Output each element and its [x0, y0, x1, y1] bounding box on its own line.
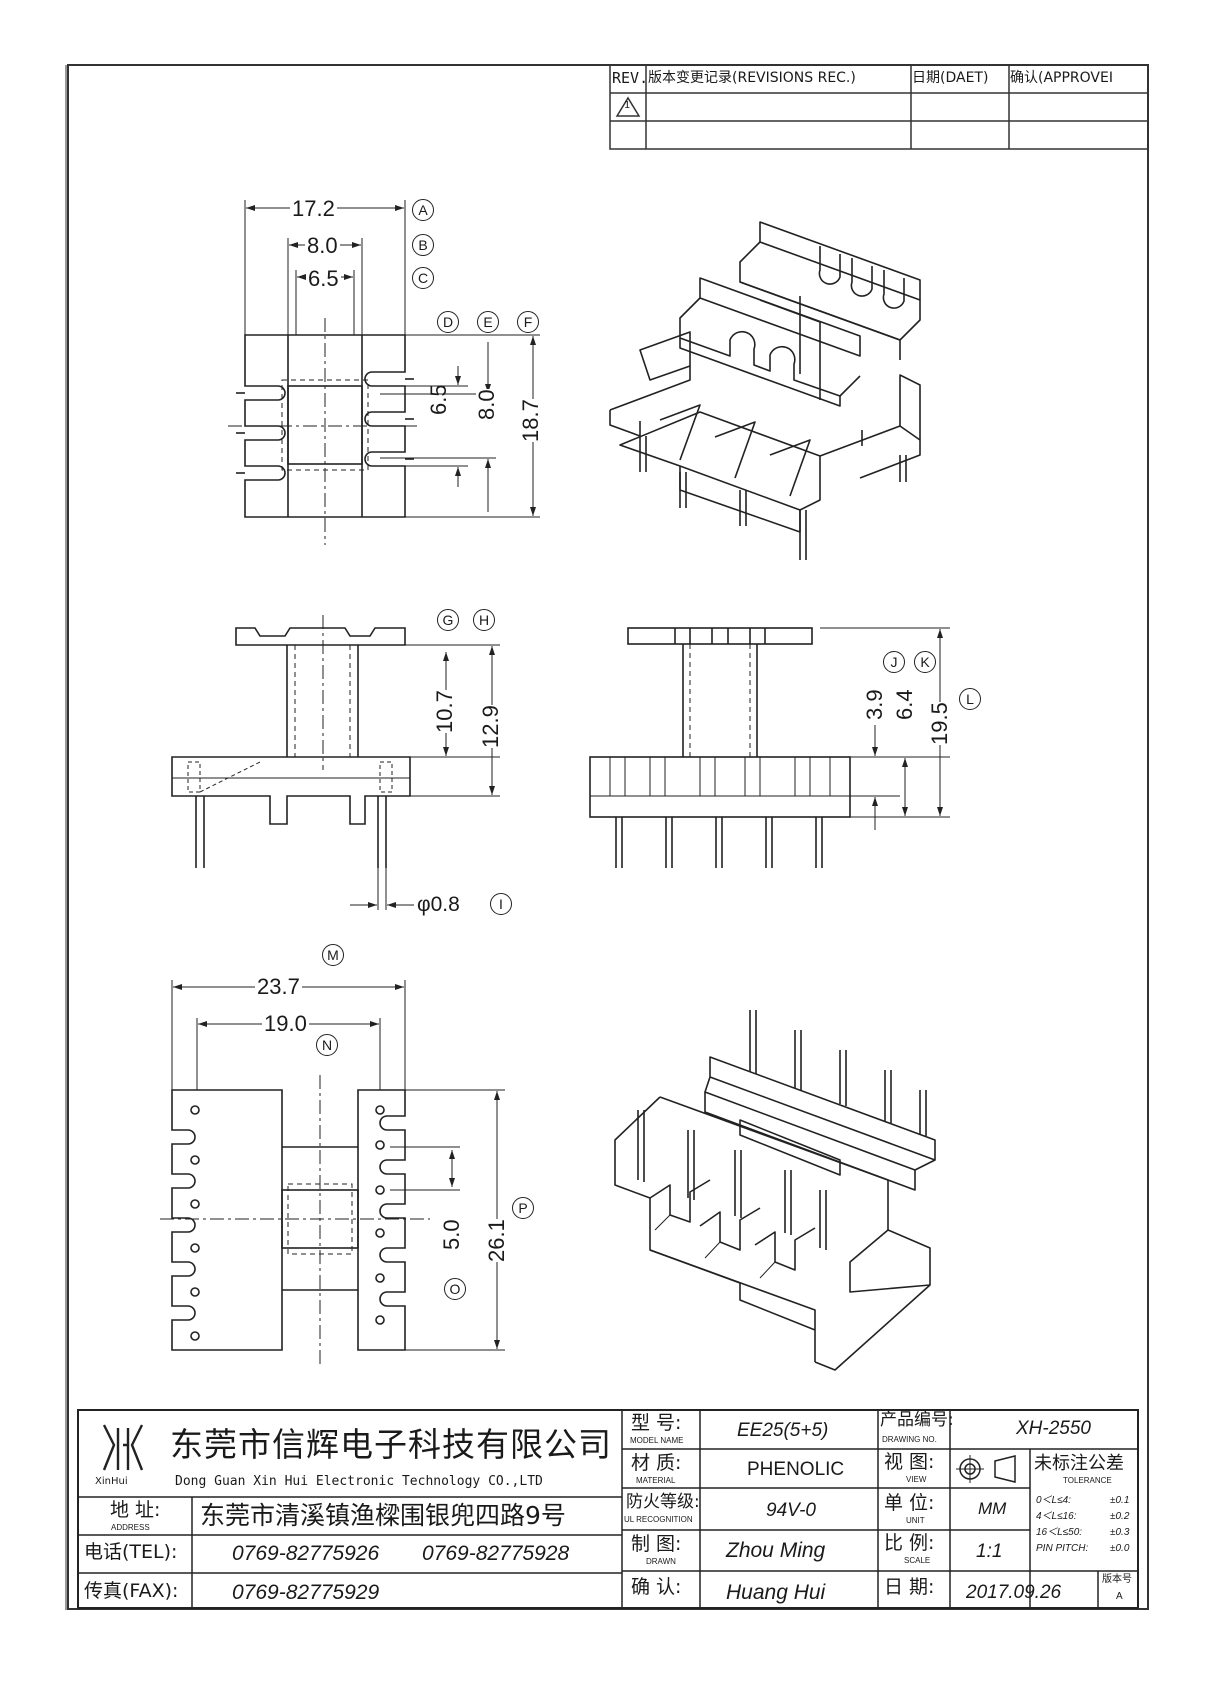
rev-header-rev: REV.	[612, 69, 649, 87]
tel-label: 电话(TEL):	[84, 1541, 178, 1563]
tag-p: P	[512, 1197, 534, 1219]
title-block	[77, 1409, 1139, 1609]
tag-c: C	[412, 267, 434, 289]
tolerance-value-4: ±0.0	[1110, 1543, 1130, 1554]
tag-d: D	[437, 311, 459, 333]
rev-header-date: 日期(DAET)	[912, 70, 989, 86]
scale-value: 1:1	[976, 1541, 1003, 1562]
drawing-no-label: 产品编号:	[880, 1410, 954, 1430]
dim-m: 23.7	[255, 974, 302, 999]
address-label: 地 址:	[110, 1499, 161, 1521]
dim-b: 8.0	[305, 233, 340, 258]
tag-h: H	[473, 609, 495, 631]
side-view	[589, 627, 950, 868]
logo-text: XinHui	[95, 1476, 128, 1487]
model-label: 型 号:	[631, 1412, 682, 1434]
view-label: 视 图:	[884, 1451, 935, 1473]
tolerance-range-1: 0＜L≤4:	[1036, 1495, 1071, 1506]
fax-value: 0769-82775929	[232, 1581, 380, 1604]
tag-e: E	[477, 311, 499, 333]
tolerance-title-en: TOLERANCE	[1063, 1476, 1112, 1485]
ul-label: 防火等级:	[626, 1492, 700, 1512]
drawn-value: Zhou Ming	[726, 1539, 826, 1562]
drawing-no-value: XH-2550	[1016, 1418, 1091, 1439]
material-label-en: MATERIAL	[636, 1476, 676, 1485]
dim-f: 18.7	[518, 399, 543, 442]
model-label-en: MODEL NAME	[630, 1436, 684, 1445]
rev-header-approve: 确认(APPROVEI	[1010, 70, 1113, 86]
dim-a: 17.2	[290, 196, 337, 221]
dim-i: φ0.8	[417, 893, 460, 916]
tag-i: I	[490, 893, 512, 915]
version-label: 版本号	[1102, 1574, 1132, 1585]
dim-d: 6.5	[426, 384, 451, 415]
dim-p: 26.1	[484, 1219, 509, 1262]
drawing-no-label-en: DRAWING NO.	[882, 1435, 937, 1444]
tolerance-range-2: 4＜L≤16:	[1036, 1511, 1077, 1522]
tag-f: F	[517, 311, 539, 333]
dim-h: 12.9	[478, 705, 503, 748]
rev-row-number: 1	[624, 100, 631, 111]
dim-e: 8.0	[474, 389, 499, 420]
check-value: Huang Hui	[726, 1581, 826, 1604]
drawn-label-en: DRAWN	[646, 1557, 676, 1566]
tolerance-value-1: ±0.1	[1110, 1495, 1130, 1506]
model-value: EE25(5+5)	[737, 1420, 829, 1441]
material-label: 材 质:	[631, 1452, 682, 1474]
tel-2: 0769-82775928	[422, 1542, 570, 1565]
dim-j: 3.9	[862, 689, 887, 720]
company-logo	[102, 1424, 144, 1471]
isometric-view-top	[609, 221, 921, 560]
scale-label-en: SCALE	[904, 1556, 931, 1565]
company-name-cn: 东莞市信辉电子科技有限公司	[170, 1425, 612, 1464]
tag-n: N	[316, 1034, 338, 1056]
check-label: 确 认:	[631, 1576, 682, 1598]
tolerance-title: 未标注公差	[1034, 1453, 1124, 1474]
tag-k: K	[914, 651, 936, 673]
company-name-en: Dong Guan Xin Hui Electronic Technology …	[175, 1474, 543, 1489]
version-value: A	[1116, 1591, 1123, 1602]
revision-table	[609, 64, 1149, 150]
tel-1: 0769-82775926	[232, 1542, 380, 1565]
top-view	[228, 200, 540, 545]
tag-l: L	[959, 688, 981, 710]
ul-label-en: UL RECOGNITION	[624, 1515, 693, 1524]
tag-m: M	[322, 944, 344, 966]
address-label-en: ADDRESS	[111, 1523, 150, 1532]
tag-j: J	[883, 651, 905, 673]
fax-label: 传真(FAX):	[84, 1580, 179, 1602]
drawn-label: 制 图:	[631, 1533, 682, 1555]
tolerance-value-3: ±0.3	[1110, 1527, 1130, 1538]
dim-k: 6.4	[892, 689, 917, 720]
dim-o: 5.0	[439, 1219, 464, 1250]
dim-n: 19.0	[262, 1011, 309, 1036]
tolerance-range-3: 16＜L≤50:	[1036, 1527, 1083, 1538]
view-label-en: VIEW	[906, 1475, 927, 1484]
unit-label-en: UNIT	[906, 1516, 925, 1525]
material-value: PHENOLIC	[747, 1459, 845, 1480]
date-value: 2017.09.26	[966, 1582, 1062, 1603]
isometric-view-bottom	[614, 1010, 936, 1371]
dim-c: 6.5	[306, 266, 341, 291]
tag-o: O	[444, 1278, 466, 1300]
unit-value: MM	[978, 1499, 1007, 1518]
front-view	[171, 615, 500, 910]
date-label: 日 期:	[884, 1576, 935, 1598]
tolerance-value-2: ±0.2	[1110, 1511, 1130, 1522]
tag-b: B	[412, 234, 434, 256]
tag-a: A	[412, 199, 434, 221]
address-value: 东莞市清溪镇渔樑围银兜四路9号	[200, 1501, 566, 1530]
rev-header-record: 版本变更记录(REVISIONS REC.)	[648, 70, 856, 86]
tag-g: G	[437, 609, 459, 631]
unit-label: 单 位:	[884, 1492, 935, 1514]
dim-l: 19.5	[927, 702, 952, 745]
dim-g: 10.7	[432, 690, 457, 733]
tolerance-range-4: PIN PITCH:	[1036, 1543, 1089, 1554]
scale-label: 比 例:	[884, 1532, 935, 1554]
ul-value: 94V-0	[766, 1500, 816, 1521]
